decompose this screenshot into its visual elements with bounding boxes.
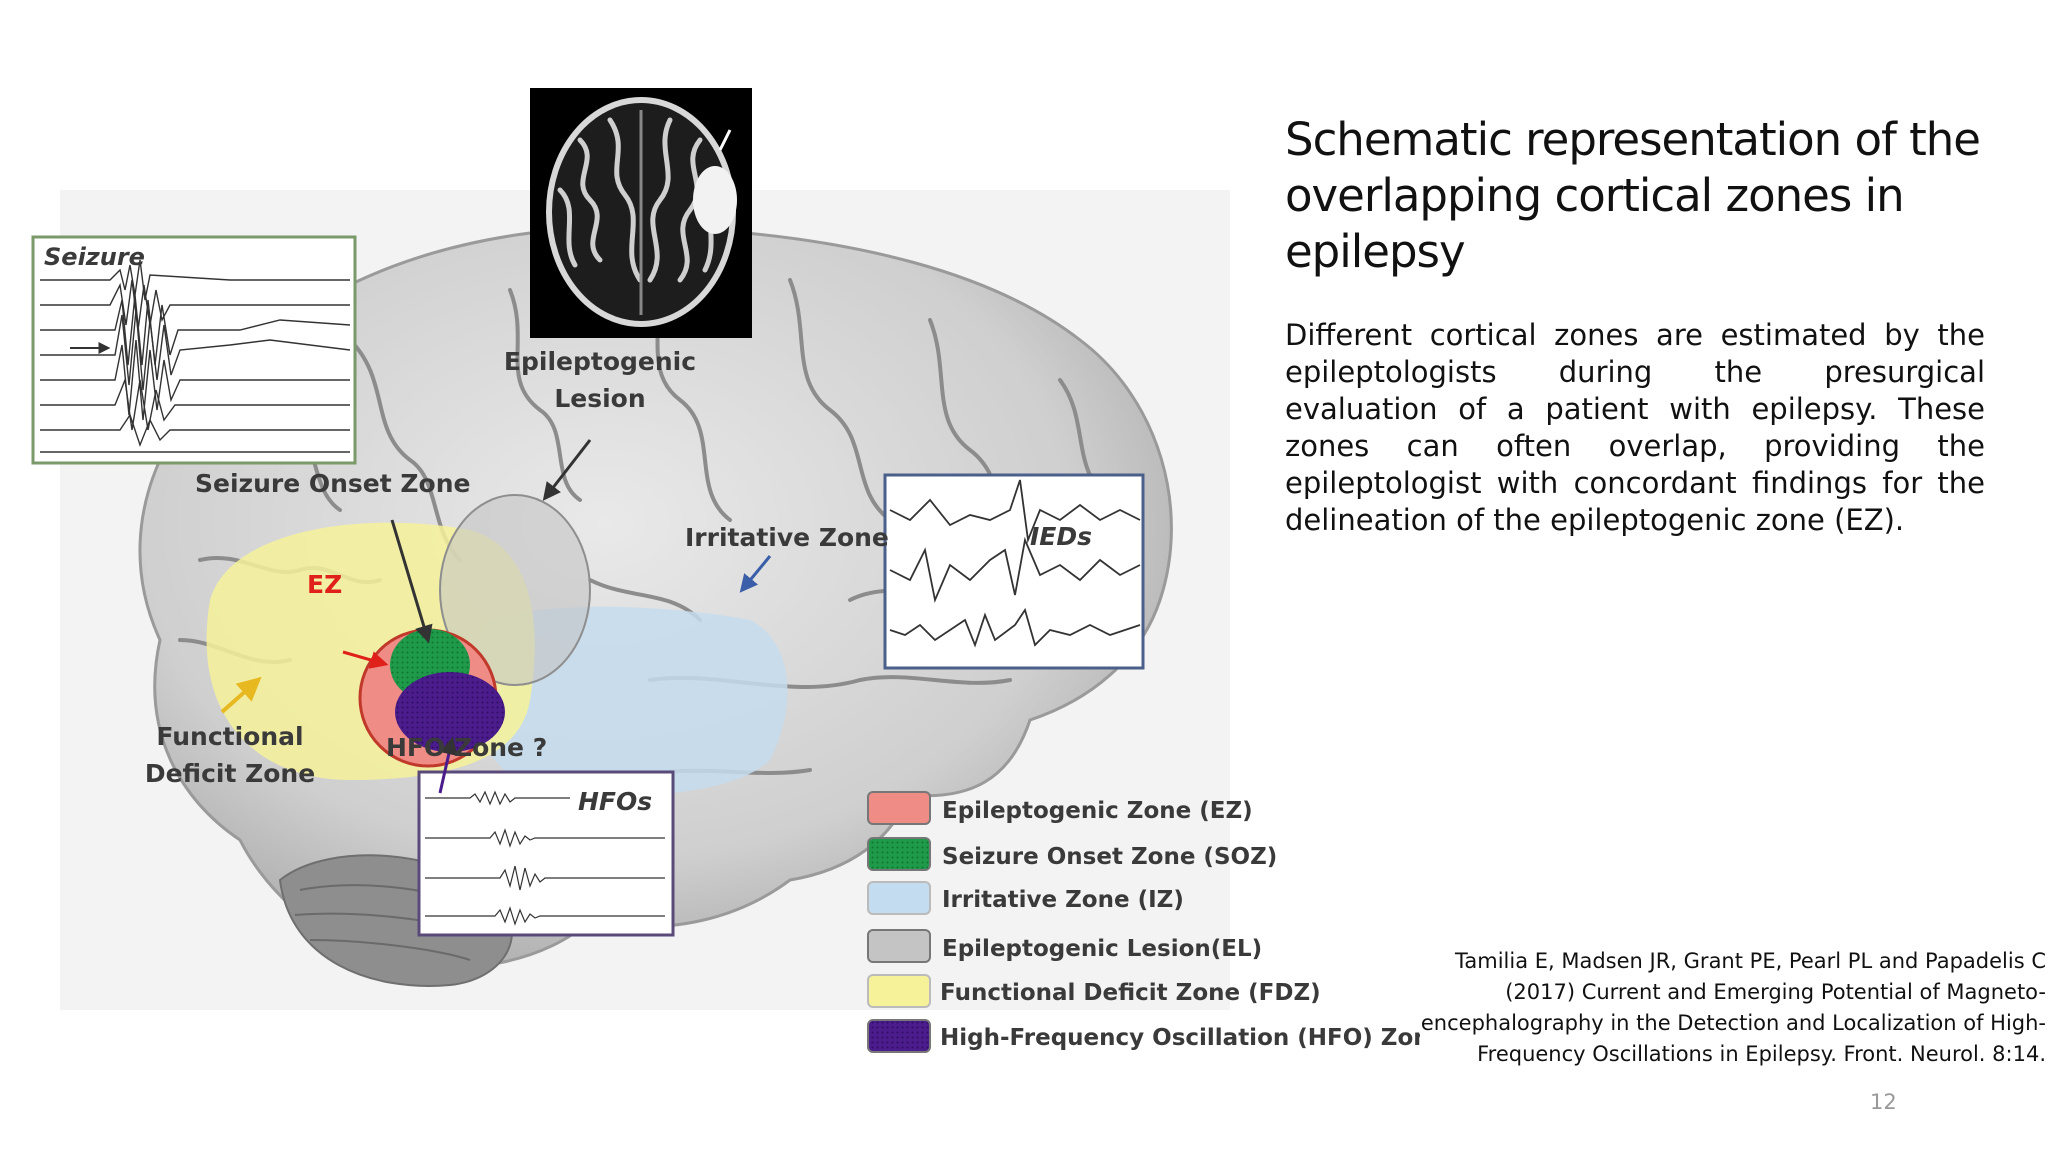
zones-legend: Epileptogenic Zone (EZ) Seizure Onset Zo… xyxy=(867,791,1420,1053)
legend-label-ez: Epileptogenic Zone (EZ) xyxy=(942,798,1253,824)
zones-figure: Seizure IEDs HFOs Epileptogenic Lesio xyxy=(30,80,1420,1080)
legend-swatch-soz xyxy=(867,837,931,871)
legend-item-ez: Epileptogenic Zone (EZ) xyxy=(867,791,1253,825)
legend-label-soz: Seizure Onset Zone (SOZ) xyxy=(942,844,1277,870)
label-hfo-zone: HFO Zone ? xyxy=(386,733,547,762)
label-epileptogenic-lesion-line2: Lesion xyxy=(554,384,645,413)
slide-title: Schematic representation of the overlapp… xyxy=(1285,113,1981,278)
legend-item-fdz: Functional Deficit Zone (FDZ) xyxy=(867,974,1321,1008)
epileptogenic-lesion-area xyxy=(439,494,591,686)
label-epileptogenic-lesion-line1: Epileptogenic xyxy=(504,347,696,376)
legend-label-iz: Irritative Zone (IZ) xyxy=(942,887,1184,913)
annotation-arrows xyxy=(220,439,772,794)
label-seizure-onset-zone: Seizure Onset Zone xyxy=(195,469,470,498)
citation-text: Tamilia E, Madsen JR, Grant PE, Pearl PL… xyxy=(1420,949,2046,1066)
legend-item-el: Epileptogenic Lesion(EL) xyxy=(867,929,1262,963)
legend-label-hfo: High-Frequency Oscillation (HFO) Zone xyxy=(940,1025,1420,1051)
hfos-inset-label: HFOs xyxy=(578,787,652,816)
legend-item-hfo: High-Frequency Oscillation (HFO) Zone xyxy=(867,1019,1420,1053)
seizure-inset-label: Seizure xyxy=(44,243,145,271)
legend-item-iz: Irritative Zone (IZ) xyxy=(867,881,1184,915)
legend-swatch-ez xyxy=(867,791,931,825)
label-ez: EZ xyxy=(307,570,342,599)
legend-swatch-iz xyxy=(867,881,931,915)
hfo-zone-area xyxy=(395,672,505,752)
slide-body-text: Different cortical zones are estimated b… xyxy=(1285,318,1985,537)
label-functional-deficit-line1: Functional xyxy=(156,722,303,751)
legend-swatch-el xyxy=(867,929,931,963)
label-irritative-zone: Irritative Zone xyxy=(685,523,889,552)
ieds-eeg-inset: IEDs xyxy=(883,473,1145,670)
legend-swatch-fdz xyxy=(867,974,931,1008)
brain-zones-diagram: Seizure IEDs HFOs Epileptogenic Lesio xyxy=(31,88,1420,1053)
mri-inset xyxy=(530,88,752,338)
seizure-eeg-inset: Seizure xyxy=(31,235,357,465)
legend-label-el: Epileptogenic Lesion(EL) xyxy=(942,936,1262,962)
hfos-eeg-inset: HFOs xyxy=(417,770,675,937)
legend-label-fdz: Functional Deficit Zone (FDZ) xyxy=(940,980,1321,1006)
page-number: 12 xyxy=(1870,1090,1897,1114)
ieds-inset-label: IEDs xyxy=(1030,522,1092,551)
legend-item-soz: Seizure Onset Zone (SOZ) xyxy=(867,837,1277,871)
legend-swatch-hfo xyxy=(867,1019,931,1053)
cortical-zones xyxy=(206,494,788,796)
brain-illustration xyxy=(138,225,1173,987)
label-functional-deficit-line2: Deficit Zone xyxy=(145,759,315,788)
